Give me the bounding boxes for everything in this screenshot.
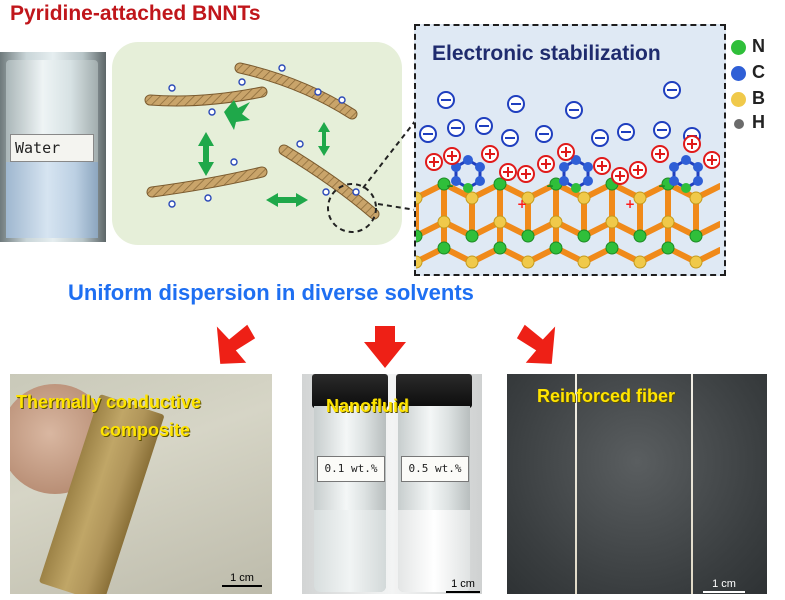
cation-signs <box>429 139 717 181</box>
scale-label: 1 cm <box>451 578 475 590</box>
fiber-scale-bar: 1 cm <box>703 578 745 593</box>
scale-line <box>703 591 745 593</box>
anion-signs <box>423 89 697 139</box>
vial-glass <box>314 406 386 592</box>
fiber-strand <box>691 374 693 594</box>
red-arrow-icon <box>216 324 256 364</box>
electronic-stabilization-title: Electronic stabilization <box>432 42 661 65</box>
vial-liquid <box>6 162 98 238</box>
dispersion-headline: Uniform dispersion in diverse solvents <box>68 280 474 305</box>
zoom-circle <box>327 183 377 233</box>
green-double-arrows <box>198 100 330 207</box>
vial-glass <box>398 406 470 592</box>
nanotube <box>278 144 380 220</box>
nanofluid-label: Nanofluid <box>326 396 409 416</box>
pyridine-molecules <box>451 155 703 193</box>
svg-text:–: – <box>659 178 666 194</box>
fiber-label: Reinforced fiber <box>537 386 676 406</box>
composite-photo: Thermally conductive composite 1 cm <box>10 374 272 594</box>
scale-label: 1 cm <box>712 578 736 590</box>
legend-dot-n <box>731 40 746 55</box>
legend-dot-c <box>731 66 746 81</box>
zoom-connector <box>362 119 417 211</box>
legend-label-n: N <box>752 36 765 56</box>
svg-text:–: – <box>547 178 554 194</box>
composite-scale-bar: 1 cm <box>222 572 262 587</box>
legend-dot-b <box>731 92 746 107</box>
cation-ions <box>425 135 720 185</box>
legend-label-h: H <box>752 112 765 132</box>
fluid-high <box>398 510 470 592</box>
vial-label-low: 0.1 wt.% <box>317 456 385 482</box>
bn-lattice-atoms: + + – – – <box>416 177 703 269</box>
fiber-strand <box>575 374 577 594</box>
page-title: Pyridine-attached BNNTs <box>10 2 261 25</box>
vial-cap <box>312 374 388 408</box>
scale-line <box>222 585 262 587</box>
nanotube <box>146 166 268 198</box>
red-arrow-icon <box>516 324 556 364</box>
nanotube <box>144 86 268 107</box>
water-vial-photo: Water <box>0 52 106 242</box>
composite-label-line1: Thermally conductive <box>16 392 202 412</box>
nanotube <box>234 62 358 120</box>
svg-text:–: – <box>447 178 454 194</box>
stabilization-schematic: + + – – – <box>416 81 720 269</box>
bnnt-dispersion-diagram <box>144 62 380 233</box>
composite-label-line2: composite <box>100 420 191 440</box>
vial-cap <box>396 374 472 408</box>
scale-line <box>446 591 480 593</box>
scale-label: 1 cm <box>230 572 254 584</box>
nanofluid-scale-bar: 1 cm <box>446 578 480 593</box>
svg-text:+: + <box>517 197 527 211</box>
pyridine-markers <box>168 64 360 208</box>
legend-label-c: C <box>752 62 765 82</box>
legend-label-b: B <box>752 88 765 108</box>
red-arrow-icon <box>364 326 406 368</box>
vial-label-high: 0.5 wt.% <box>401 456 469 482</box>
fiber-photo: Reinforced fiber 1 cm <box>507 374 767 594</box>
water-label: Water <box>10 134 94 162</box>
nanofluid-photo: 0.1 wt.% 0.5 wt.% Nanofluid 1 cm <box>302 374 482 594</box>
legend-dot-h <box>734 119 744 129</box>
fluid-low <box>314 510 386 592</box>
anion-ions <box>419 81 701 147</box>
svg-text:+: + <box>625 197 635 211</box>
